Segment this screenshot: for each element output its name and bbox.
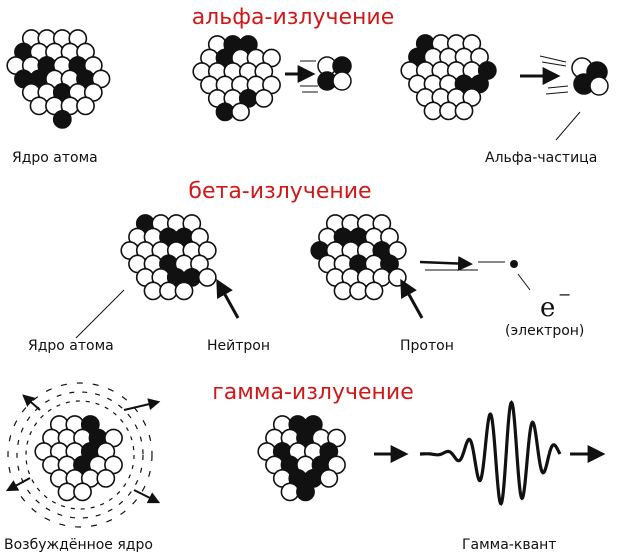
nucleus-icon bbox=[34, 415, 123, 502]
gamma-quantum-label: Гамма-квант bbox=[462, 537, 556, 553]
nucleus-icon bbox=[192, 35, 281, 122]
proton-label: Протон bbox=[400, 338, 454, 354]
neutron-label: Нейтрон bbox=[207, 338, 270, 354]
arrow-icon bbox=[419, 256, 505, 272]
alpha-nucleus-label: Ядро атома bbox=[12, 150, 98, 166]
leader-line bbox=[75, 289, 125, 339]
gamma-title: гамма-излучение bbox=[212, 380, 413, 405]
arrow-icon bbox=[520, 55, 569, 95]
alpha-particle-label: Альфа-частица bbox=[485, 150, 597, 166]
arrow-icon bbox=[400, 278, 424, 319]
nucleus-icon bbox=[257, 415, 346, 502]
arrow-icon bbox=[5, 394, 161, 504]
gamma-wave-icon bbox=[420, 400, 562, 506]
nucleus-icon bbox=[310, 214, 407, 301]
alpha-particle-icon bbox=[317, 56, 352, 91]
nucleus-icon bbox=[400, 34, 497, 121]
nucleus-icon bbox=[6, 29, 111, 129]
nucleus-icon bbox=[120, 214, 217, 301]
excitation-halo bbox=[7, 382, 153, 528]
arrow-icon bbox=[216, 278, 240, 319]
electron-symbol: e bbox=[540, 293, 555, 323]
leader-line bbox=[555, 111, 581, 141]
arrow-icon bbox=[285, 60, 318, 93]
excited-nucleus-label: Возбуждённое ядро bbox=[4, 537, 153, 553]
electron-caption: (электрон) bbox=[505, 323, 584, 339]
leader-line bbox=[517, 273, 531, 291]
alpha-particle-icon bbox=[571, 57, 609, 96]
beta-nucleus-label: Ядро атома bbox=[28, 338, 114, 354]
alpha-title: альфа-излучение bbox=[192, 5, 395, 30]
electron-charge: − bbox=[558, 285, 571, 304]
electron-icon bbox=[510, 260, 518, 268]
beta-title: бета-излучение bbox=[188, 179, 371, 204]
